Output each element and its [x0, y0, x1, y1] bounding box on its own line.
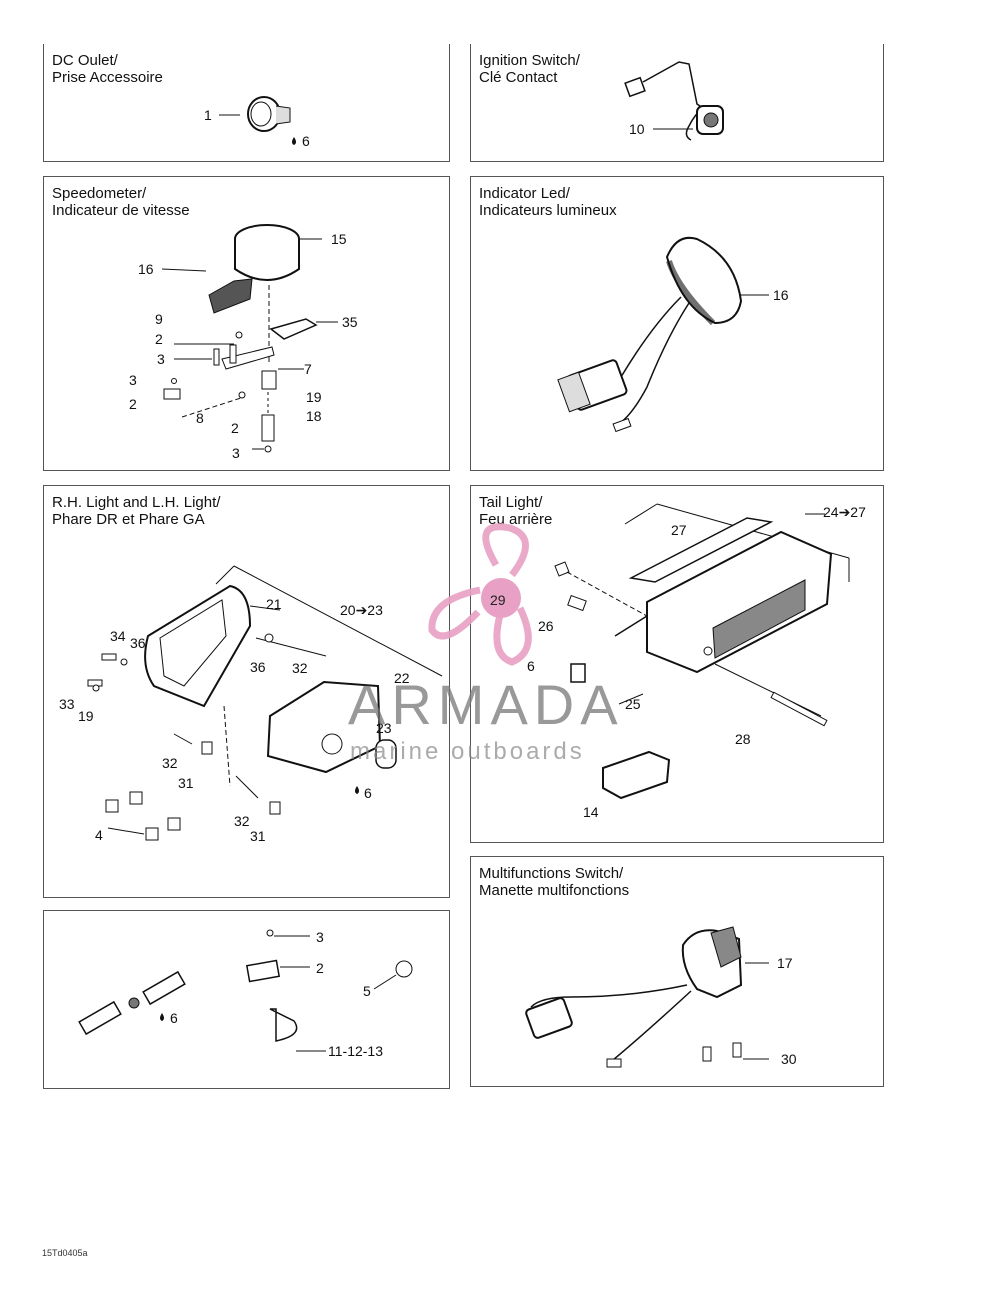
part-label-35: 35 — [342, 314, 358, 330]
sealant-drop-icon — [292, 137, 296, 145]
part-label-18: 18 — [306, 408, 322, 424]
panel-indicator-led: Indicator Led/ Indicateurs lumineux 16 — [470, 176, 884, 471]
part-label-36: 36 — [250, 659, 266, 675]
part-label-14: 14 — [583, 804, 599, 820]
part-label-3: 3 — [232, 445, 240, 461]
part-label-9: 9 — [155, 311, 163, 327]
part-label-6: 6 — [302, 133, 310, 149]
panel-title: Speedometer/ Indicateur de vitesse — [52, 185, 190, 219]
panel-dc-outlet: DC Oulet/ Prise Accessoire 1 6 — [43, 44, 450, 162]
part-label-19: 19 — [78, 708, 94, 724]
panel-multifunction-switch: Multifunctions Switch/ Manette multifonc… — [470, 856, 884, 1087]
part-label-1: 1 — [204, 107, 212, 123]
part-label-3: 3 — [157, 351, 165, 367]
panel-speedometer: Speedometer/ Indicateur de vitesse 15 16… — [43, 176, 450, 471]
indicator-led-drawing — [471, 177, 883, 470]
part-label-32: 32 — [292, 660, 308, 676]
part-label-2: 2 — [155, 331, 163, 347]
part-label-24-27: 24➔27 — [823, 504, 866, 520]
part-label-16: 16 — [773, 287, 789, 303]
panel-tail-light: Tail Light/ Feu arrière 27 24➔27 26 6 25… — [470, 485, 884, 843]
part-label-31: 31 — [250, 828, 266, 844]
part-label-11-12-13: 11-12-13 — [328, 1043, 384, 1059]
part-label-10: 10 — [629, 121, 645, 137]
part-label-19: 19 — [306, 389, 322, 405]
part-label-32: 32 — [234, 813, 250, 829]
part-label-3: 3 — [316, 929, 324, 945]
tail-light-drawing — [471, 486, 883, 842]
ignition-switch-drawing — [471, 44, 883, 161]
panel-title: Multifunctions Switch/ Manette multifonc… — [479, 865, 630, 899]
part-label-16: 16 — [138, 261, 154, 277]
part-label-26: 26 — [538, 618, 554, 634]
part-label-17: 17 — [777, 955, 793, 971]
part-label-2: 2 — [129, 396, 137, 412]
part-label-30: 30 — [781, 1051, 797, 1067]
part-label-20-23: 20➔23 — [340, 602, 383, 618]
part-label-8: 8 — [196, 410, 204, 426]
part-label-36: 36 — [130, 635, 146, 651]
part-label-2: 2 — [231, 420, 239, 436]
headlight-drawing — [44, 486, 449, 897]
part-label-31: 31 — [178, 775, 194, 791]
part-label-27: 27 — [671, 522, 687, 538]
part-label-34: 34 — [110, 628, 126, 644]
watermark-tagline: marine outboards — [350, 738, 585, 765]
part-label-5: 5 — [363, 983, 371, 999]
part-label-7: 7 — [304, 361, 312, 377]
sealant-drop-icon — [355, 786, 359, 794]
part-label-6: 6 — [527, 658, 535, 674]
part-label-6: 6 — [170, 1010, 178, 1026]
diagram-code: 15Td0405a — [42, 1248, 88, 1258]
part-label-28: 28 — [735, 731, 751, 747]
part-label-25: 25 — [625, 696, 641, 712]
part-label-23: 23 — [376, 720, 392, 736]
part-label-2: 2 — [316, 960, 324, 976]
part-label-3: 3 — [129, 372, 137, 388]
part-label-4: 4 — [95, 827, 103, 843]
part-label-6: 6 — [364, 785, 372, 801]
panel-misc-parts: 3 2 5 6 11-12-13 — [43, 910, 450, 1089]
panel-headlight: R.H. Light and L.H. Light/ Phare DR et P… — [43, 485, 450, 898]
multifunction-switch-drawing — [471, 857, 883, 1086]
panel-ignition-switch: Ignition Switch/ Clé Contact 10 — [470, 44, 884, 162]
part-label-33: 33 — [59, 696, 75, 712]
dc-outlet-drawing — [44, 44, 296, 145]
sealant-drop-icon — [160, 1013, 164, 1021]
part-label-22: 22 — [394, 670, 410, 686]
speedometer-drawing — [44, 177, 449, 470]
part-label-15: 15 — [331, 231, 347, 247]
panel-title: Indicator Led/ Indicateurs lumineux — [479, 185, 617, 219]
part-label-21: 21 — [266, 596, 282, 612]
misc-parts-drawing — [44, 911, 449, 1088]
part-label-32: 32 — [162, 755, 178, 771]
watermark-number: 29 — [490, 592, 506, 608]
panel-title: Ignition Switch/ Clé Contact — [479, 52, 580, 86]
panel-title: R.H. Light and L.H. Light/ Phare DR et P… — [52, 494, 221, 528]
watermark-brand: ARMADA — [348, 673, 624, 736]
panel-title: DC Oulet/ Prise Accessoire — [52, 52, 163, 86]
